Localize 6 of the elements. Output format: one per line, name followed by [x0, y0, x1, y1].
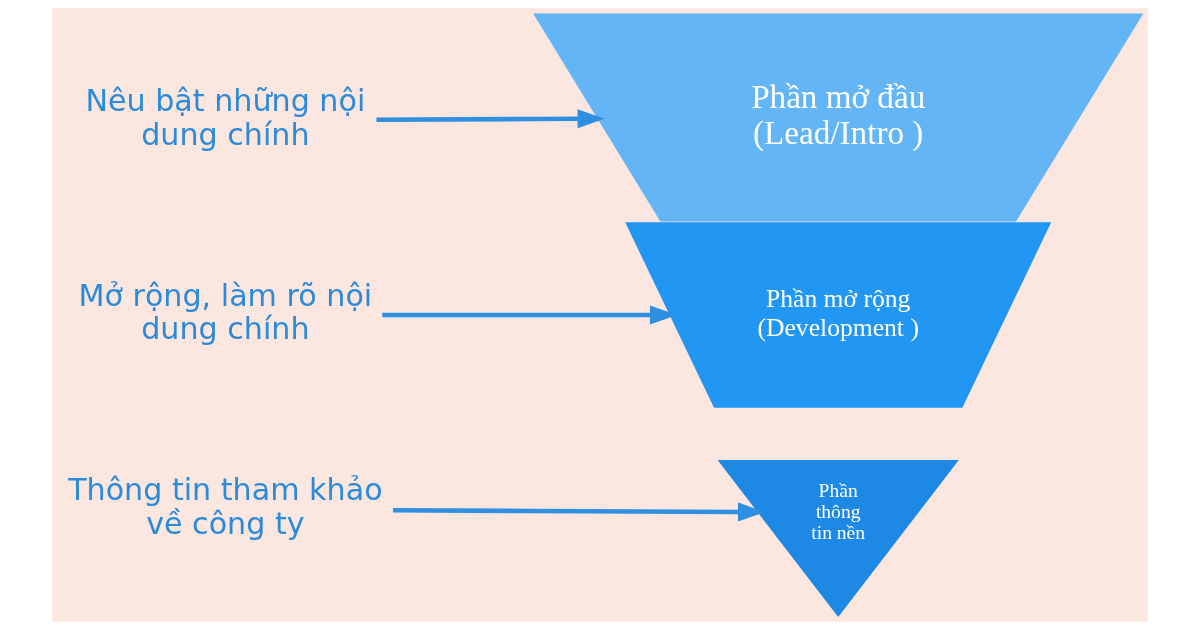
node-text: Thông tin tham khảo về công ty	[68, 472, 383, 541]
node-text: Nêu bật những nội dung chính	[85, 83, 366, 152]
arrow	[393, 502, 766, 522]
node-text: Mở rộng, làm rõ nội dung chính	[78, 277, 373, 347]
arrow	[376, 109, 605, 129]
arrow	[382, 305, 678, 325]
